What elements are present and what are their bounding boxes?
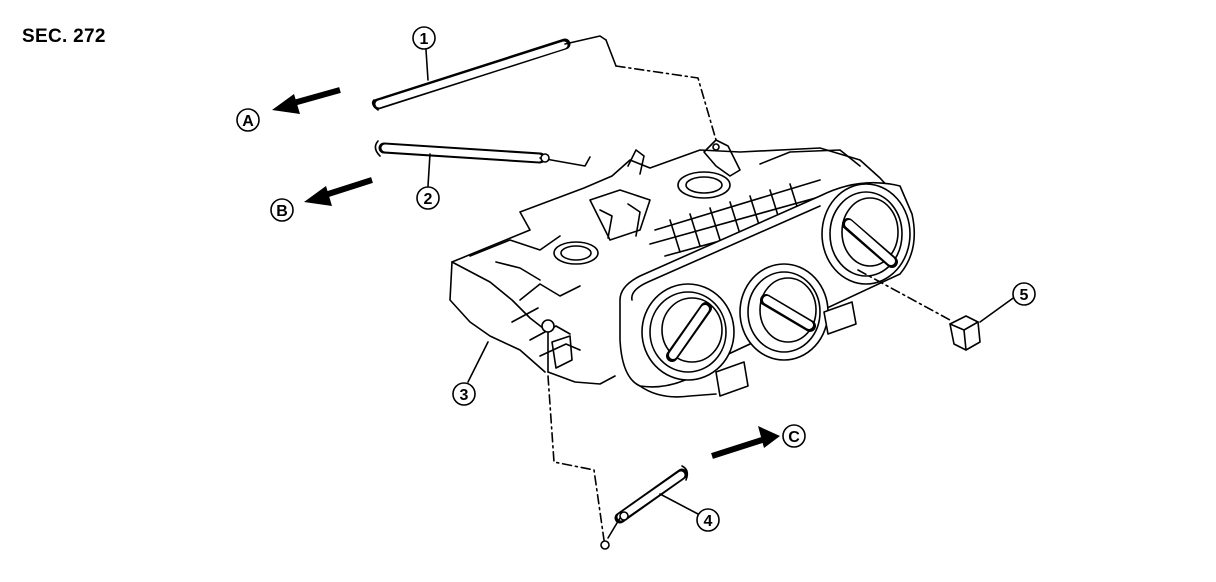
- label-C: C: [782, 424, 806, 448]
- cable-2: [374, 140, 591, 167]
- section-label: SEC. 272: [22, 26, 106, 47]
- svg-text:2: 2: [424, 191, 433, 208]
- svg-text:1: 1: [420, 31, 429, 48]
- label-A: A: [236, 108, 260, 132]
- arrow-B: [304, 177, 373, 206]
- cable-1-dashed-route: [615, 65, 717, 141]
- callouts: 1 2 3 4 5 A B C: [236, 26, 1036, 532]
- callout-3: 3: [452, 382, 476, 406]
- callout-4: 4: [696, 508, 720, 532]
- leader-1: [425, 49, 429, 81]
- svg-text:5: 5: [1020, 287, 1029, 304]
- callout-5: 5: [1012, 282, 1036, 306]
- svg-text:3: 3: [460, 387, 469, 404]
- svg-text:A: A: [242, 113, 254, 130]
- leader-3: [467, 341, 489, 383]
- callout-2: 2: [416, 186, 440, 210]
- arrow-A: [272, 87, 341, 114]
- leader-5: [979, 295, 1017, 323]
- cable-4: [600, 465, 689, 550]
- cable-1: [371, 35, 617, 111]
- leader-4: [659, 493, 699, 515]
- svg-text:4: 4: [704, 513, 713, 530]
- cable-4-dashed-route: [547, 375, 605, 541]
- direction-arrows: [272, 87, 780, 459]
- knob-to-cap-dashed: [857, 269, 951, 321]
- svg-text:B: B: [276, 203, 288, 220]
- callout-1: 1: [412, 26, 436, 50]
- label-B: B: [270, 198, 294, 222]
- knob-cap-part-5: [949, 315, 981, 351]
- heater-control-unit: [449, 139, 916, 398]
- arrow-C: [711, 426, 780, 459]
- leader-2: [427, 153, 431, 187]
- svg-text:C: C: [788, 429, 800, 446]
